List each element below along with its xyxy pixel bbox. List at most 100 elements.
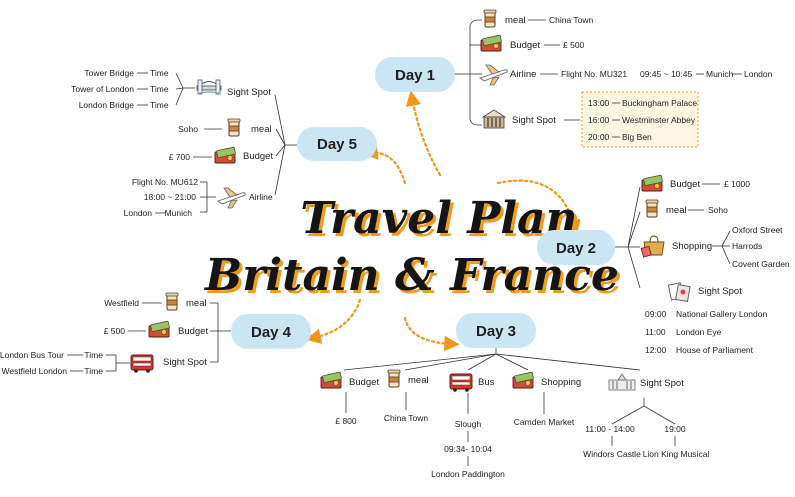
day1-spot: 16:00 Westminster Abbey — [588, 115, 696, 125]
day3-spot: 11:00 - 14:00 Windors Castle — [583, 424, 641, 459]
day3-bubble[interactable] — [456, 313, 536, 348]
connector-day3 — [403, 316, 460, 352]
day2-shop: Covent Garden — [732, 259, 790, 269]
day1-sight-label: Sight Spot — [512, 115, 556, 126]
postcards-icon — [667, 282, 691, 302]
day5-airline-label: Airline — [249, 192, 273, 202]
day1-flight-to: London — [744, 69, 773, 79]
day2-meal-label: meal — [666, 205, 687, 216]
connector-day4 — [305, 298, 362, 344]
day5-branch: Day 5 Sight Spot Time Tower Bridge Time … — [71, 68, 377, 218]
day3-spot: 19:00 Lion King Musical — [643, 424, 710, 459]
money-icon — [148, 320, 171, 338]
day2-spot-time: 09:00 — [645, 309, 667, 319]
bridge-icon — [196, 79, 222, 95]
day3-shopping-value: Camden Market — [514, 417, 575, 427]
day5-flight-to: Munich — [165, 208, 193, 218]
day4-time-label: Time — [84, 350, 103, 360]
day2-shop: Oxford Street — [732, 225, 783, 235]
day2-spot: 12:00 House of Parliament — [645, 345, 754, 355]
day1-budget-value: £ 500 — [563, 40, 585, 50]
day1-spot: 20:00 Big Ben — [588, 132, 652, 142]
day5-budget-value: £ 700 — [169, 152, 191, 162]
day1-flight-time: 09:45 ~ 10:45 — [640, 69, 693, 79]
day1-flight-from: Munich — [706, 69, 734, 79]
day3-spot-place: Lion King Musical — [643, 449, 710, 459]
day2-sight-label: Sight Spot — [698, 286, 742, 297]
day1-label: Day 1 — [395, 67, 435, 84]
day4-time-label: Time — [84, 366, 103, 376]
day1-spot-place: Buckingham Palace — [622, 98, 697, 108]
day1-spot-place: Westminster Abbey — [622, 115, 696, 125]
day3-budget-label: Budget — [349, 377, 379, 388]
money-icon — [512, 371, 535, 389]
day2-spot-time: 12:00 — [645, 345, 667, 355]
day4-spot: Westfield London — [1, 366, 67, 376]
day1-meal-value: China Town — [549, 15, 594, 25]
title-line1-shadow: Travel Plan — [303, 196, 580, 247]
day3-spot-time: 11:00 - 14:00 — [585, 424, 635, 434]
day2-budget-value: £ 1000 — [724, 179, 750, 189]
day1-bubble[interactable] — [375, 57, 455, 92]
day4-label: Day 4 — [251, 324, 292, 341]
day3-bus-label: Bus — [478, 377, 495, 388]
day2-shop: Harrods — [732, 241, 762, 251]
day2-bubble[interactable] — [537, 230, 615, 265]
day2-spot-place: National Gallery London — [676, 309, 767, 319]
day4-bubble[interactable] — [231, 314, 311, 349]
money-icon — [480, 34, 503, 52]
day1-spot-time: 20:00 — [588, 132, 610, 142]
shopping-bag-icon — [640, 235, 665, 258]
coffee-cup-icon — [387, 369, 401, 388]
money-icon — [641, 174, 664, 192]
title: Travel Plan Travel Plan Britain & France… — [203, 193, 622, 304]
day4-sight-label: Sight Spot — [163, 357, 207, 368]
day5-label: Day 5 — [317, 136, 357, 153]
day1-spot-place: Big Ben — [622, 132, 652, 142]
connector-day1 — [405, 90, 442, 177]
day5-meal-label: meal — [251, 124, 272, 135]
day4-branch: Day 4 meal Westfield Budget £ 500 Sight … — [0, 292, 311, 376]
day1-meal-label: meal — [505, 15, 526, 26]
day3-meal-value: China Town — [384, 413, 429, 423]
day3-sight-label: Sight Spot — [640, 378, 684, 389]
day5-flight-time: 18:00 ~ 21:00 — [144, 192, 197, 202]
coffee-cup-icon — [483, 9, 497, 28]
bus-icon — [130, 354, 154, 374]
day1-spot-time: 13:00 — [588, 98, 610, 108]
palace-icon — [608, 373, 636, 391]
day5-spot: Tower of London — [71, 84, 134, 94]
day5-budget-label: Budget — [243, 151, 273, 162]
day3-branch: Day 3 Budget £ 800 meal China Town Bus S… — [320, 313, 710, 479]
day1-budget-label: Budget — [510, 40, 540, 51]
day2-spot-place: House of Parliament — [676, 345, 754, 355]
day5-meal-value: Soho — [178, 124, 198, 134]
day4-budget-value: £ 500 — [104, 326, 126, 336]
day1-spots-box — [581, 91, 699, 148]
bus-icon — [449, 373, 473, 393]
day2-spot-place: London Eye — [676, 327, 722, 337]
day5-bubble[interactable] — [297, 127, 377, 161]
day5-time-label: Time — [150, 100, 169, 110]
day2-spot: 11:00 London Eye — [645, 327, 722, 337]
day3-bus-time: 09:34- 10:04 — [444, 444, 492, 454]
coffee-cup-icon — [645, 199, 659, 218]
coffee-cup-icon — [227, 118, 241, 137]
day5-spot: Tower Bridge — [84, 68, 134, 78]
day2-budget-label: Budget — [670, 179, 700, 190]
central-connectors — [305, 90, 581, 352]
day3-budget-value: £ 800 — [335, 416, 357, 426]
day5-time-label: Time — [150, 84, 169, 94]
day2-spot-time: 11:00 — [645, 327, 666, 337]
coffee-cup-icon — [165, 292, 179, 311]
day2-meal-value: Soho — [708, 205, 728, 215]
day3-shopping-label: Shopping — [541, 377, 581, 388]
day5-spot: London Bridge — [79, 100, 135, 110]
day4-budget-label: Budget — [178, 326, 208, 337]
airplane-icon — [479, 64, 508, 86]
day1-spot: 13:00 Buckingham Palace — [588, 98, 697, 108]
airplane-icon — [217, 187, 246, 209]
money-icon — [214, 146, 237, 164]
